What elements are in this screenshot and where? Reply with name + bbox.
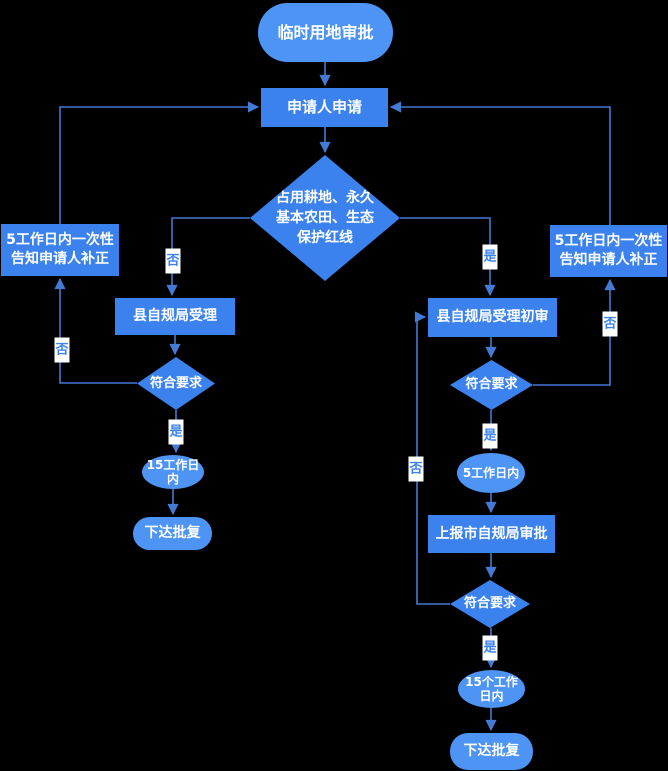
node-applicant-apply: 申请人申请 <box>261 88 388 127</box>
edge-label-no-checkleft: 否 <box>54 337 70 363</box>
node-final-left: 下达批复 <box>133 517 212 550</box>
edge-label-yes-checkleft: 是 <box>168 419 184 445</box>
node-start: 临时用地审批 <box>258 3 393 62</box>
edge-label-no-decision-left: 否 <box>165 248 181 274</box>
edge-label-no-checkright1: 否 <box>602 311 618 337</box>
node-notice-right: 5工作日内一次性告知申请人补正 <box>550 225 667 277</box>
node-notice-left: 5工作日内一次性告知申请人补正 <box>1 224 119 276</box>
node-report-city-approval: 上报市自规局审批 <box>428 515 555 553</box>
edge-label-yes-checkright1: 是 <box>482 423 498 449</box>
node-county-initial-review: 县自规局受理初审 <box>428 298 557 337</box>
node-days15-left: 15工作日内 <box>142 455 204 489</box>
node-county-accept: 县自规局受理 <box>115 298 235 335</box>
node-days5-right: 5工作日内 <box>457 453 525 493</box>
edge-label-yes-decision-right: 是 <box>482 244 498 270</box>
node-days15-right: 15个工作日内 <box>458 670 525 708</box>
edge-label-no-checkright2: 否 <box>408 456 424 482</box>
node-final-right: 下达批复 <box>450 733 533 770</box>
edge-label-yes-checkright2: 是 <box>482 635 498 661</box>
